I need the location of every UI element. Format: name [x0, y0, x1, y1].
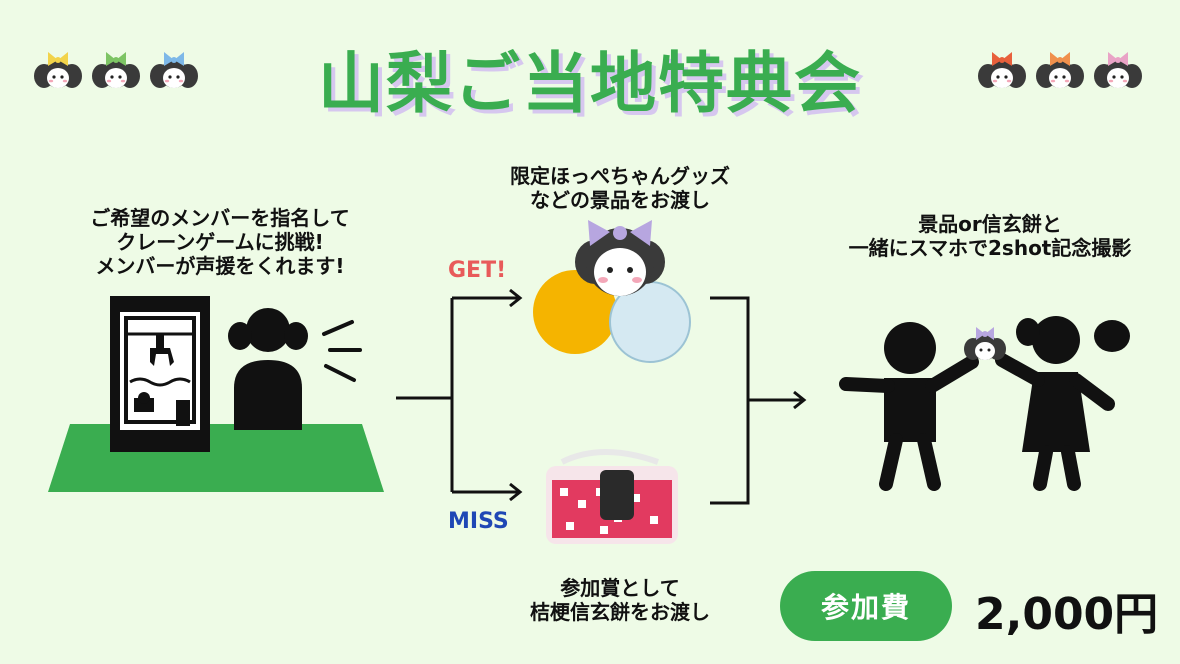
fee-price: 2,000円 — [975, 589, 1159, 640]
get-prize-text: 限定ほっぺちゃんグッズ などの景品をお渡し — [510, 164, 730, 212]
step1-text: ご希望のメンバーを指名して クレーンゲームに挑戦! メンバーが声援をくれます! — [90, 206, 350, 278]
mascot-icon-red — [978, 52, 1026, 88]
miss-prize-text: 参加賞として 桔梗信玄餅をお渡し — [530, 576, 710, 624]
branch-arrows — [396, 288, 807, 505]
miss-label: MISS — [448, 509, 509, 534]
mascot-icon-blue — [150, 52, 198, 88]
photo-text: 景品or信玄餅と 一緒にスマホで2shot記念撮影 — [848, 212, 1132, 260]
mascot-icon-pink — [1094, 52, 1142, 88]
mascot-icon-green — [92, 52, 140, 88]
shout-lines-icon — [322, 320, 362, 382]
capsule-prize-icon — [533, 220, 691, 363]
mascot-icon-yellow — [34, 52, 82, 88]
mochi-package-icon — [546, 449, 678, 544]
fee-badge: 参加費 — [780, 571, 952, 641]
mascot-icon-orange — [1036, 52, 1084, 88]
page-title: 山梨ご当地特典会 — [318, 45, 862, 122]
small-mascot-icon — [964, 327, 1006, 360]
get-label: GET! — [448, 258, 507, 283]
girl-silhouette-icon — [228, 308, 308, 430]
crane-machine-icon — [110, 296, 210, 452]
photo-people-icon — [839, 316, 1130, 491]
floor-shape — [48, 424, 384, 492]
